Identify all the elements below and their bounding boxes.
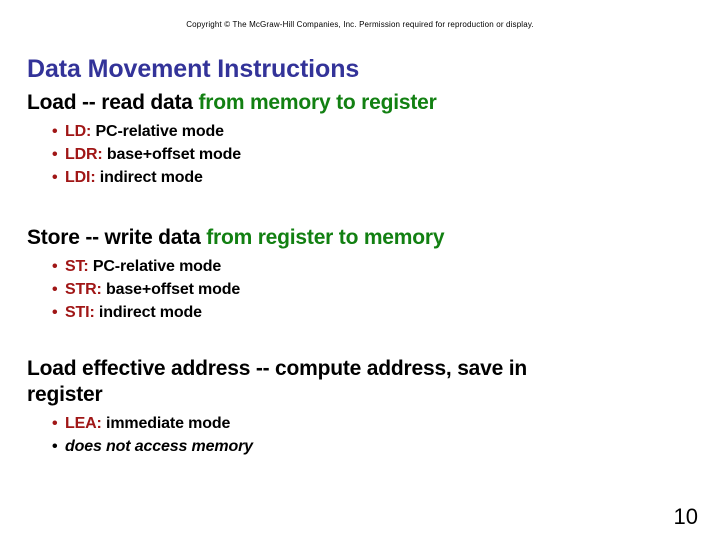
section-heading-store-black: Store -- write data: [27, 226, 207, 249]
bullet-icon: •: [52, 438, 58, 455]
bullet-icon: •: [52, 304, 58, 321]
page-number: 10: [673, 504, 698, 529]
bullet-icon: •: [52, 281, 58, 298]
bullet-list-lea: • LEA: immediate mode • does not access me…: [27, 412, 687, 458]
section-heading-lea: Load effective address -- compute addres…: [27, 356, 527, 408]
bullet-mnemonic: LD:: [65, 123, 92, 140]
page-title: Data Movement Instructions: [27, 55, 360, 83]
section-heading-load-black: Load -- read data: [27, 91, 199, 114]
bullet-icon: •: [52, 258, 58, 275]
list-item: • LDR: base+offset mode: [27, 143, 687, 166]
bullet-description: indirect mode: [94, 304, 202, 321]
section-heading-store-green: from register to memory: [206, 226, 445, 249]
bullet-list-load: • LD: PC-relative mode • LDR: base+offset …: [27, 120, 687, 189]
section-spacer: [27, 189, 687, 225]
list-item: • LEA: immediate mode: [27, 412, 687, 435]
bullet-mnemonic: STI:: [65, 304, 95, 321]
bullet-list-store: • ST: PC-relative mode • STR: base+offset …: [27, 255, 687, 324]
section-spacer: [27, 324, 687, 356]
bullet-description: indirect mode: [95, 169, 203, 186]
list-item: • LDI: indirect mode: [27, 166, 687, 189]
bullet-icon: •: [52, 146, 58, 163]
list-item: • STR: base+offset mode: [27, 278, 687, 301]
section-heading-load-green: from memory to register: [198, 91, 437, 114]
bullet-mnemonic: LDR:: [65, 146, 103, 163]
section-heading-load: Load -- read data from memory to registe…: [27, 90, 687, 116]
list-item: • STI: indirect mode: [27, 301, 687, 324]
bullet-icon: •: [52, 415, 58, 432]
bullet-description: immediate mode: [101, 415, 231, 432]
list-item: • ST: PC-relative mode: [27, 255, 687, 278]
list-item: • LD: PC-relative mode: [27, 120, 687, 143]
list-item: • does not access memory: [27, 435, 687, 458]
bullet-mnemonic: ST:: [65, 258, 89, 275]
bullet-mnemonic: LDI:: [65, 169, 96, 186]
bullet-description: base+offset mode: [101, 281, 241, 298]
copyright-notice: Copyright © The McGraw-Hill Companies, I…: [186, 20, 534, 29]
bullet-description: PC-relative mode: [91, 123, 224, 140]
slide-body: Load -- read data from memory to registe…: [27, 90, 687, 458]
section-heading-store: Store -- write data from register to mem…: [27, 225, 687, 251]
section-heading-lea-black: Load effective address -- compute addres…: [27, 357, 528, 406]
bullet-icon: •: [52, 123, 58, 140]
bullet-icon: •: [52, 169, 58, 186]
bullet-description: PC-relative mode: [88, 258, 222, 275]
bullet-description: base+offset mode: [102, 146, 242, 163]
bullet-mnemonic: STR:: [65, 281, 102, 298]
bullet-mnemonic: LEA:: [65, 415, 102, 432]
bullet-description: does not access memory: [65, 438, 253, 455]
